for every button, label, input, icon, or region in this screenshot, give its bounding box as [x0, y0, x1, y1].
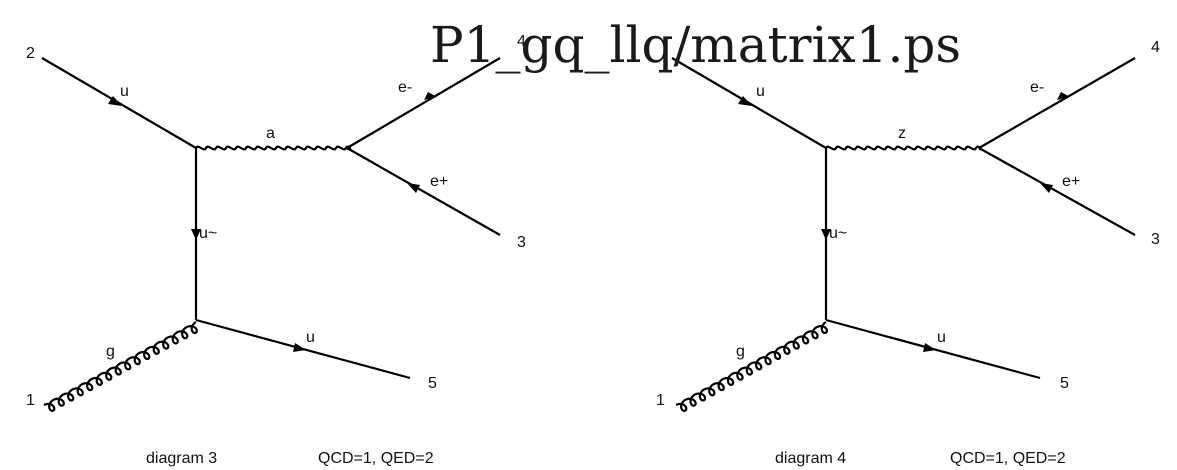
z-boson-line: [825, 145, 982, 151]
propagator-label: u~: [199, 225, 217, 242]
coupling-orders: QCD=1, QED=2: [318, 450, 434, 467]
electron-line: [978, 57, 1136, 149]
boson-label: z: [898, 125, 906, 142]
fermion-arrow: [923, 343, 936, 352]
propagator-label: u~: [829, 225, 847, 242]
gluon-label: g: [736, 343, 745, 360]
external-label-5: 5: [428, 375, 437, 392]
electron-label: e-: [1030, 79, 1044, 96]
positron-label: e+: [430, 173, 448, 190]
fermion-arrow: [424, 92, 437, 100]
incoming-quark-label: u: [120, 83, 129, 100]
fermion-arrow: [1040, 183, 1053, 193]
photon-line: [195, 145, 352, 151]
gluon-line: [675, 321, 828, 412]
electron-label: e-: [398, 79, 412, 96]
fermion-arrow: [1057, 92, 1070, 100]
gluon-label: g: [106, 343, 115, 360]
diagram-4: u z e- e+ 4 3 u~ g u 5 1 diagram 4 QCD=1…: [656, 39, 1160, 467]
diagram-3: 2 u a e- e+ 4 3 u~ g u 5 1 diagram 3 QCD…: [26, 33, 526, 467]
outgoing-quark-label: u: [306, 329, 315, 346]
diagram-caption: diagram 4: [775, 450, 846, 467]
incoming-quark-label: u: [756, 83, 765, 100]
boson-label: a: [266, 125, 275, 142]
positron-line: [978, 147, 1136, 236]
fermion-arrow: [293, 343, 306, 352]
outgoing-quark-label: u: [937, 329, 946, 346]
fermion-arrow: [407, 183, 420, 193]
external-label-1: 1: [656, 392, 665, 409]
external-label-4: 4: [1151, 39, 1160, 56]
external-label-5: 5: [1060, 375, 1069, 392]
external-label-3: 3: [517, 234, 526, 251]
external-label-4: 4: [517, 33, 526, 50]
diagram-caption: diagram 3: [146, 450, 217, 467]
positron-line: [346, 147, 501, 236]
fermion-arrow: [738, 96, 752, 106]
external-label-2: 2: [26, 45, 35, 62]
external-label-1: 1: [26, 392, 35, 409]
positron-label: e+: [1062, 173, 1080, 190]
page-title: P1_gq_llq/matrix1.ps: [430, 16, 961, 74]
external-label-3: 3: [1151, 231, 1160, 248]
fermion-arrow: [191, 229, 201, 240]
gluon-line: [43, 321, 198, 412]
coupling-orders: QCD=1, QED=2: [950, 450, 1066, 467]
fermion-arrow: [821, 229, 831, 240]
fermion-arrow: [108, 96, 122, 106]
electron-line: [346, 57, 501, 149]
